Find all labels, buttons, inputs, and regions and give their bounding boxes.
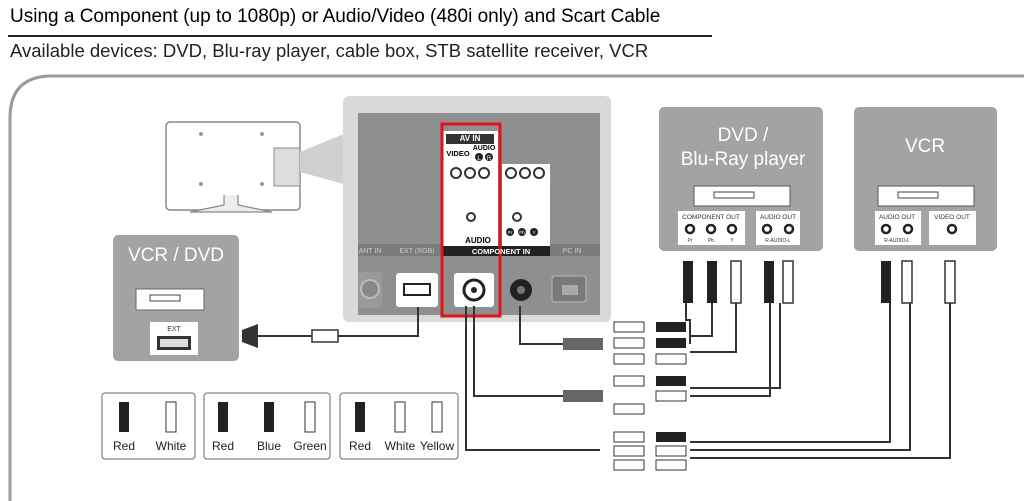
page-title: Using a Component (up to 1080p) or Audio… bbox=[10, 6, 661, 27]
scart-plug-icon bbox=[242, 324, 339, 348]
legend-label-red-2: Red bbox=[212, 439, 234, 453]
diagram-frame bbox=[8, 74, 1024, 501]
vcr-audio-out-label: AUDIO OUT bbox=[879, 214, 915, 221]
cables bbox=[258, 303, 951, 459]
ext-label: EXT bbox=[167, 326, 181, 333]
highlight-box bbox=[440, 122, 502, 318]
av-in-jacks bbox=[450, 167, 490, 222]
legend-label-yellow: Yellow bbox=[420, 439, 455, 453]
page-subtitle: Available devices: DVD, Blu-ray player, … bbox=[10, 40, 649, 61]
y-badge: Y bbox=[532, 230, 535, 235]
dvd-audio-out-label: AUDIO OUT bbox=[760, 214, 796, 221]
vcr-title: VCR bbox=[905, 136, 945, 157]
dvd-bluray-device bbox=[659, 107, 823, 251]
title-underline bbox=[8, 35, 712, 37]
dvd-pr-label: Pr bbox=[688, 238, 693, 244]
component-in-jacks bbox=[505, 167, 545, 222]
vcr-video-out-label: VIDEO OUT bbox=[934, 214, 970, 221]
av-in-label: AV IN bbox=[460, 134, 481, 143]
ant-in-label: ANT IN bbox=[359, 248, 382, 255]
video-label: VIDEO bbox=[446, 149, 470, 158]
ext-rgb-label: EXT (RGB) bbox=[399, 248, 434, 255]
legend-label-white-1: White bbox=[156, 439, 187, 453]
audio-cable-set bbox=[563, 375, 687, 415]
l-badge: L bbox=[477, 156, 481, 162]
dvd-plugs bbox=[683, 260, 794, 304]
dvd-title-line2: Blu-Ray player bbox=[681, 149, 806, 170]
vcr-rl-label: R-AUDIO-L bbox=[884, 238, 910, 244]
dvd-rl-label: R-AUDIO-L bbox=[765, 238, 791, 244]
ant-in-port bbox=[360, 279, 380, 299]
vcr-device bbox=[854, 107, 997, 251]
r-badge: R bbox=[487, 156, 492, 162]
vcr-plugs bbox=[881, 260, 956, 304]
component-in-block bbox=[502, 164, 550, 254]
legend-label-white-3: White bbox=[385, 439, 416, 453]
av-cable-set bbox=[613, 431, 687, 471]
dvd-pb-label: Pb bbox=[708, 238, 714, 244]
pr-badge: Pr bbox=[508, 230, 513, 235]
dvd-title-line1: DVD / bbox=[718, 125, 769, 146]
legend-plug-icons bbox=[119, 401, 443, 433]
legend-label-blue: Blue bbox=[257, 439, 281, 453]
dvd-y-label: Y bbox=[730, 238, 734, 244]
legend-label-red-3: Red bbox=[349, 439, 371, 453]
pb-badge: Pb bbox=[519, 230, 525, 235]
pc-in-label: PC IN bbox=[563, 248, 582, 255]
vcr-dvd-device bbox=[113, 235, 239, 361]
av-in-block bbox=[442, 131, 498, 253]
legend-label-green: Green bbox=[293, 439, 326, 453]
audio-label-top: AUDIO bbox=[473, 145, 496, 152]
vcr-dvd-title: VCR / DVD bbox=[128, 245, 224, 266]
component-in-label: COMPONENT IN bbox=[472, 247, 530, 256]
component-out-label: COMPONENT OUT bbox=[682, 214, 740, 221]
tv-back-panel bbox=[343, 96, 611, 322]
legend-label-red-1: Red bbox=[113, 439, 135, 453]
audio-label-bottom: AUDIO bbox=[465, 236, 491, 245]
component-cable-set bbox=[563, 321, 687, 365]
tv-outline-icon bbox=[165, 121, 301, 213]
